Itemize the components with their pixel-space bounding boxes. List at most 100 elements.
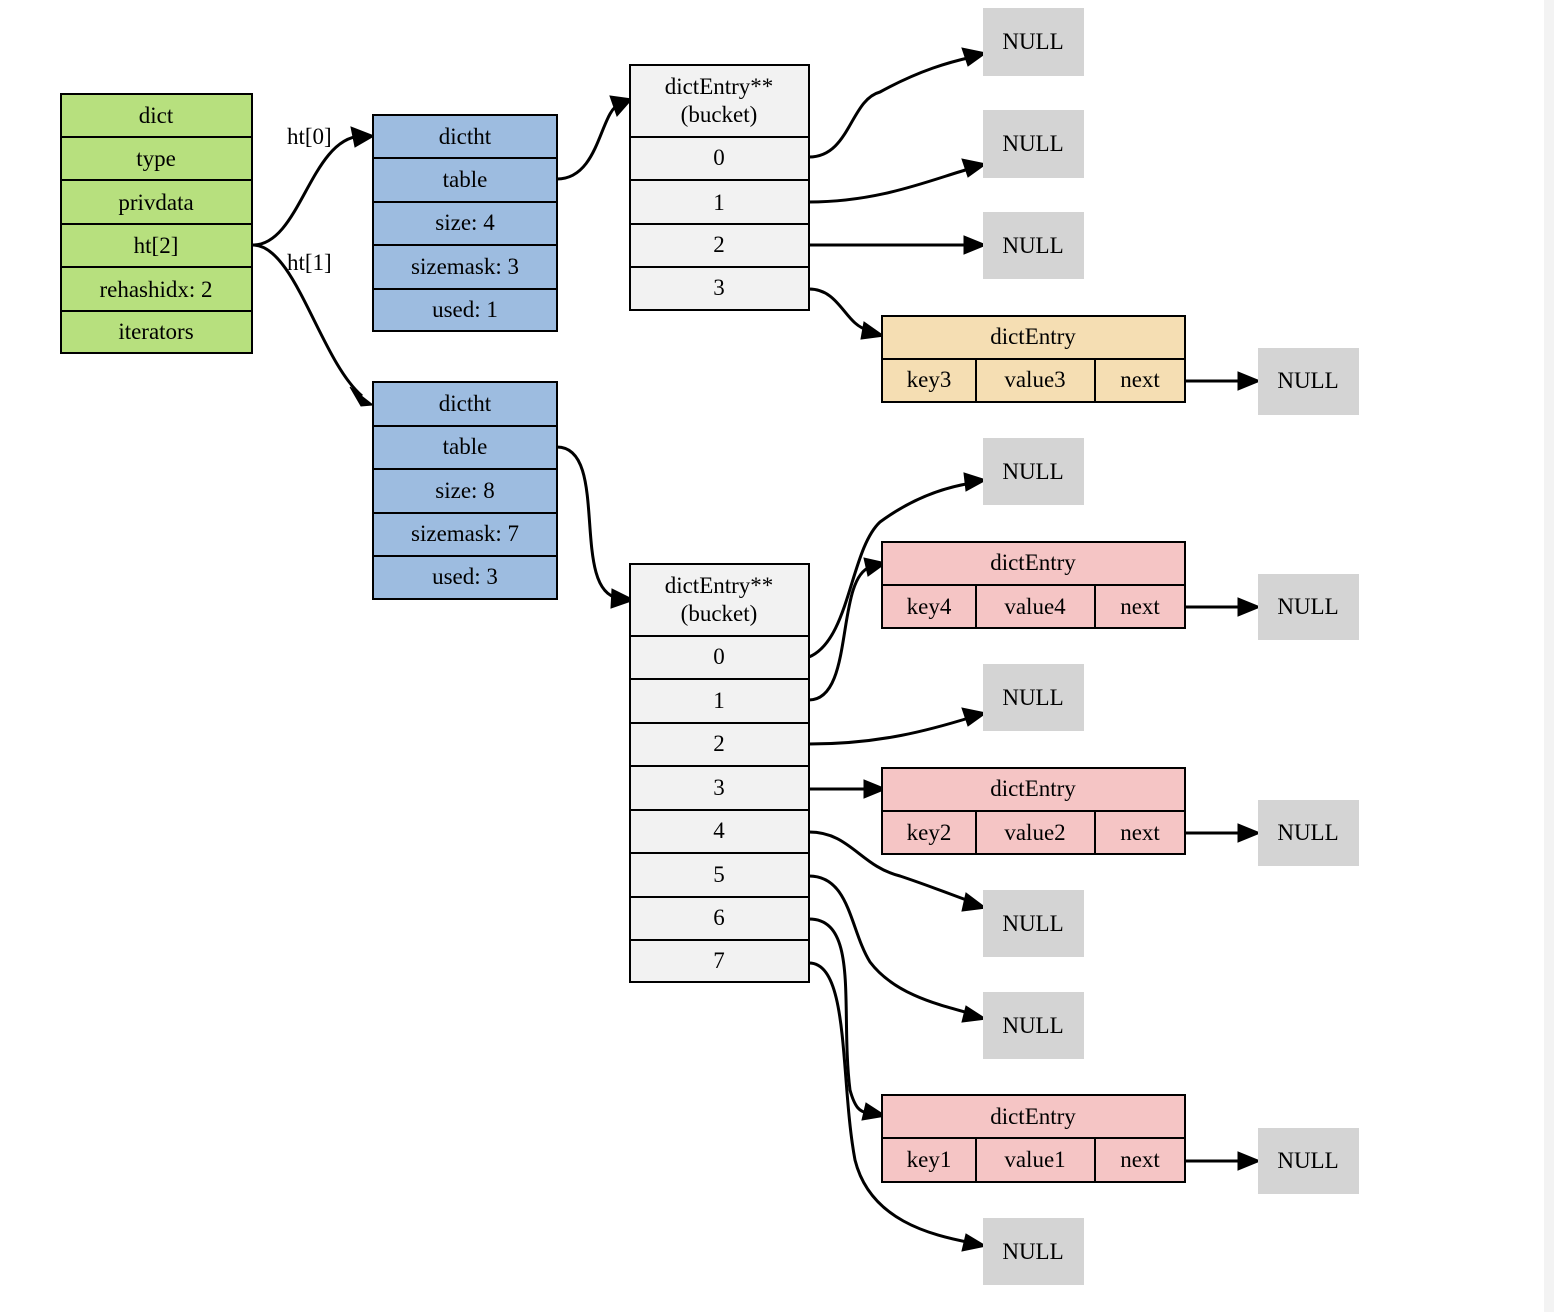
bucket0-slot-cell [629, 179, 810, 225]
bucket0-title-line2: (bucket) [681, 102, 758, 127]
bucket1-slot-label: 7 [713, 948, 725, 973]
ht0-struct: dictht table size: 4 sizemask: 3 used: 1 [372, 114, 558, 332]
entry-value-cell [975, 584, 1096, 629]
bucket1-slot-label: 6 [713, 905, 725, 930]
dict-title-cell [60, 93, 253, 138]
null-label: NULL [1002, 1013, 1063, 1038]
arrowhead-b1-slot5 [961, 1005, 988, 1023]
bucket1-slot-label: 5 [713, 862, 725, 887]
ht0-field-cell-sizemask [372, 244, 558, 290]
bucket0-slot-label: 0 [713, 145, 725, 170]
null-label: NULL [1277, 820, 1338, 845]
entry-next: next [1120, 367, 1160, 392]
edge-b1-slot5 [808, 874, 973, 1016]
arrowhead-b1-slot7 [961, 1233, 988, 1252]
entry-title: dictEntry [990, 1104, 1076, 1129]
entry-value: value3 [1004, 367, 1065, 392]
null-box [1258, 1128, 1359, 1194]
ht0-field-cell-used [372, 288, 558, 332]
null-box [983, 992, 1084, 1059]
window-edge [1544, 0, 1554, 1312]
entry-key: key1 [907, 1147, 952, 1172]
edge-dict-to-ht1 [252, 243, 363, 398]
arrowhead-key2-next [1237, 823, 1262, 843]
bucket0-title-cell [629, 64, 810, 138]
arrowhead-b1-slot0 [963, 472, 988, 492]
entry-key-cell [881, 358, 977, 403]
bucket1-title-line2: (bucket) [681, 601, 758, 626]
dict-field-cell-privdata [60, 179, 253, 225]
null-box [1258, 574, 1359, 640]
entry-title: dictEntry [990, 324, 1076, 349]
bucket0-array: dictEntry** (bucket) 0 1 2 3 [629, 64, 810, 311]
null-label: NULL [1277, 594, 1338, 619]
arrowhead-b1-slot3 [863, 779, 888, 799]
edge-b1-slot6 [808, 917, 869, 1115]
entry-next: next [1120, 594, 1160, 619]
null-box [983, 1218, 1084, 1285]
ht0-field-sizemask: sizemask: 3 [411, 254, 519, 279]
bucket1-slot-label: 2 [713, 731, 725, 756]
null-label: NULL [1002, 233, 1063, 258]
edge-b0-slot0 [808, 55, 973, 159]
bucket1-slot-label: 1 [713, 688, 725, 713]
dict-field-cell-type [60, 136, 253, 181]
entry-title: dictEntry [990, 776, 1076, 801]
edge-ht0-table-to-bucket0 [556, 102, 621, 181]
arrowhead-bucket0 [609, 95, 633, 117]
entry-key: key3 [907, 367, 952, 392]
bucket1-slot-cell [629, 939, 810, 983]
null-label: NULL [1002, 459, 1063, 484]
ht1-field-used: used: 3 [432, 564, 498, 589]
entry-next-cell [1094, 584, 1186, 629]
ht0-field-used: used: 1 [432, 297, 498, 322]
arrowhead-key4-next [1237, 597, 1262, 617]
bucket1-slot-label: 0 [713, 644, 725, 669]
ht1-field-cell-size [372, 468, 558, 514]
null-label: NULL [1002, 29, 1063, 54]
arrowhead-b0-slot0 [961, 47, 988, 67]
arrowhead-b1-slot1 [863, 557, 888, 577]
entry-title: dictEntry [990, 550, 1076, 575]
ht1-title: dictht [439, 391, 492, 416]
dict-field-iterators: iterators [118, 319, 193, 344]
bucket1-slot-label: 3 [713, 775, 725, 800]
ht1-field-cell-used [372, 555, 558, 600]
bucket1-title-line1: dictEntry** [665, 573, 774, 598]
arrowhead-b0-slot3 [860, 321, 886, 340]
null-label: NULL [1002, 911, 1063, 936]
bucket1-slot-label: 4 [713, 818, 725, 843]
bucket0-slot-label: 3 [713, 275, 725, 300]
dict-field-privdata: privdata [118, 190, 193, 215]
edge-b1-slot7 [808, 961, 973, 1245]
bucket0-title-line1: dictEntry** [665, 74, 774, 99]
null-label: NULL [1002, 131, 1063, 156]
entry-title-cell [881, 767, 1186, 812]
dict-title: dict [139, 103, 174, 128]
ht1-struct: dictht table size: 8 sizemask: 7 used: 3 [372, 381, 558, 600]
bucket1-slot-cell [629, 896, 810, 941]
dict-field-cell-iterators [60, 310, 253, 354]
entry-next: next [1120, 820, 1160, 845]
edges [252, 47, 1262, 1252]
null-label: NULL [1002, 685, 1063, 710]
ht1-field-cell-sizemask [372, 512, 558, 557]
arrowhead-b0-slot1 [961, 158, 988, 178]
bucket1-slot-cell [629, 722, 810, 767]
entry-value: value1 [1004, 1147, 1065, 1172]
arrowhead-b0-slot2 [963, 235, 988, 255]
null-box [983, 438, 1084, 505]
dict-entry-key4: dictEntry key4 value4 next [881, 541, 1186, 629]
arrowhead-b1-slot4 [961, 892, 988, 912]
entry-value: value2 [1004, 820, 1065, 845]
dict-field-type: type [136, 146, 176, 171]
bucket1-slot-cell [629, 635, 810, 680]
null-box [983, 212, 1084, 279]
entry-key-cell [881, 584, 977, 629]
dict-field-cell-rehashidx [60, 266, 253, 312]
entry-next: next [1120, 1147, 1160, 1172]
entry-value-cell [975, 810, 1096, 855]
dict-entry-key3: dictEntry key3 value3 next [881, 315, 1186, 403]
edge-b1-slot0 [808, 481, 973, 659]
